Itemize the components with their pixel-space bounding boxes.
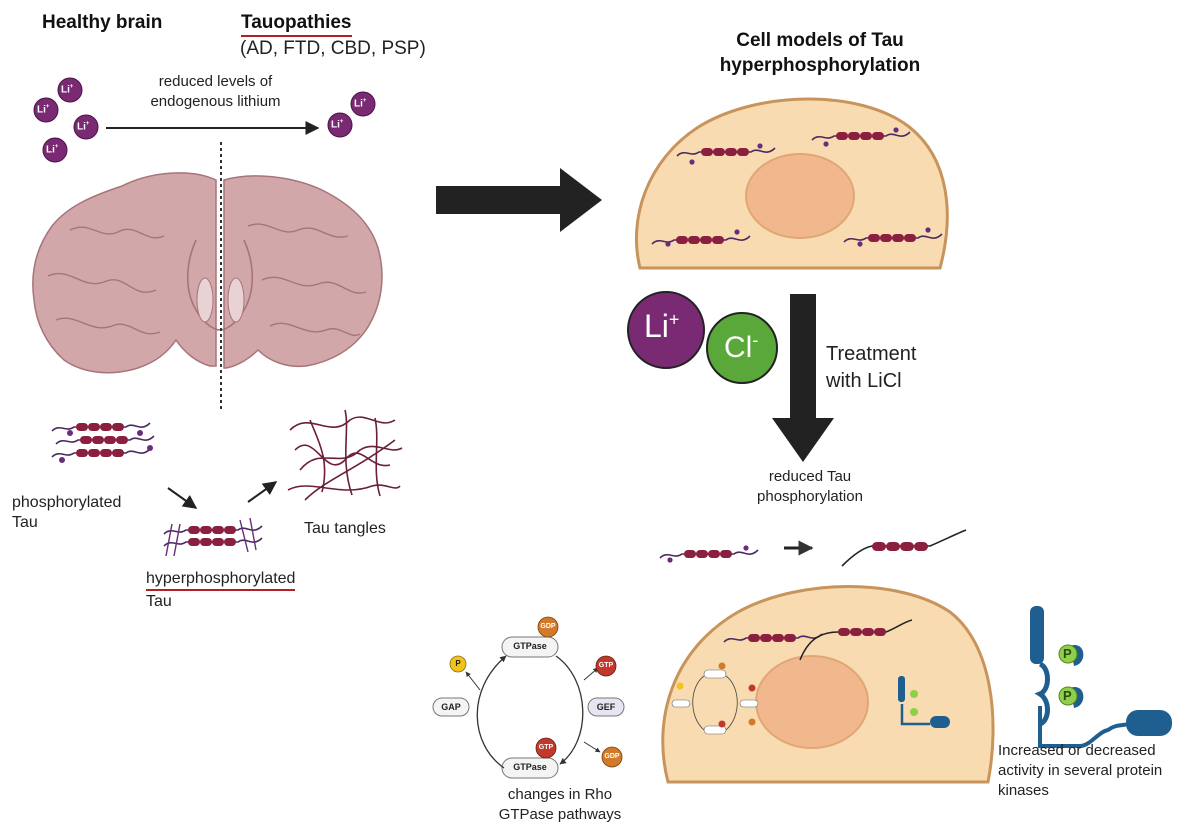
- lithium-ion-label: Li+: [46, 144, 59, 156]
- mini-kinase: [898, 676, 950, 728]
- kinase-caption-line3: kinases: [998, 782, 1049, 799]
- hyperphosphorylated-tau-label-line2: Tau: [146, 593, 172, 610]
- phosphorylated-tau-label-line1: phosphorylated: [12, 494, 122, 511]
- lithium-ion: [57, 77, 83, 103]
- gtp-icon-bottom: [535, 737, 557, 759]
- tau-tangles-label: Tau tangles: [304, 520, 386, 537]
- lithium-ion: [73, 114, 99, 140]
- gtp-label-bottom: GTP: [538, 744, 554, 751]
- gdp-label-top: GDP: [540, 623, 556, 630]
- cell-nucleus: [755, 655, 869, 749]
- chloride-ion-large-label: Cl-: [724, 330, 759, 364]
- phosphorylated-tau-label-line2: Tau: [12, 514, 38, 531]
- gtpase-top-label: GTPase: [513, 641, 547, 651]
- healthy-brain-title: Healthy brain: [42, 12, 163, 33]
- tauopathies-subtitle: (AD, FTD, CBD, PSP): [240, 38, 426, 59]
- lithium-ion: [33, 97, 59, 123]
- reduced-tau-label-line1: reduced Tau: [768, 468, 852, 485]
- lithium-ion: [42, 137, 68, 163]
- lithium-note-line1: reduced levels of: [158, 73, 273, 90]
- gtpase-box-bottom: [501, 757, 559, 779]
- lithium-ion-group-reduced: [327, 91, 376, 138]
- tau-tangles: [287, 409, 403, 501]
- mini-gtpase-cycle: [671, 662, 759, 735]
- hyperphosphorylated-tau-label-line1: hyperphosphorylated: [146, 570, 296, 591]
- reduced-tau-transition: [659, 529, 967, 567]
- tau-progression-arrow-2: [247, 481, 278, 503]
- gtp-icon-right: [595, 655, 617, 677]
- reduced-tau-label-line2: phosphorylation: [757, 488, 863, 505]
- phosphorylated-tau-strands: [51, 422, 155, 463]
- gtpase-caption-line2: GTPase pathways: [498, 806, 622, 823]
- gtp-label-right: GTP: [598, 662, 614, 669]
- kinase-phospho-icon: [1058, 644, 1078, 664]
- lithium-ion-large: [627, 291, 705, 369]
- gef-arrow: [555, 655, 584, 765]
- gtpase-bottom-label: GTPase: [513, 762, 547, 772]
- hyperphosphorylated-tau-strands: [163, 517, 263, 557]
- lithium-ion-large-label: Li+: [644, 308, 680, 344]
- lithium-ion-label: Li+: [331, 119, 344, 131]
- gap-arrow: [476, 655, 507, 769]
- kinase-phospho-icon: [1058, 686, 1078, 706]
- gef-box: [587, 697, 625, 717]
- cell-model-title-line2: hyperphosphorylation: [719, 55, 921, 76]
- gef-label: GEF: [596, 702, 616, 712]
- protein-kinase-icon: [1030, 606, 1172, 748]
- cell-nucleus: [745, 153, 855, 239]
- lithium-ion-group-healthy: [33, 77, 99, 163]
- gap-label: GAP: [441, 702, 461, 712]
- cell-model-bottom: [661, 585, 995, 784]
- transition-arrow: [436, 168, 602, 232]
- kinase-caption-line1: Increased or decreased: [998, 742, 1156, 759]
- gtpase-caption-line1: changes in Rho: [507, 786, 613, 803]
- gtpase-box-top: [501, 636, 559, 658]
- gap-box: [432, 697, 470, 717]
- treatment-arrow: [772, 294, 834, 462]
- gdp-label-right: GDP: [604, 753, 620, 760]
- lithium-note-line2: endogenous lithium: [150, 93, 281, 110]
- lithium-ion-label: Li+: [37, 104, 50, 116]
- cell-model-title-line1: Cell models of Tau: [736, 30, 904, 51]
- rho-gtpase-cycle: [432, 616, 625, 779]
- phosphate-icon: [449, 655, 467, 673]
- chloride-ion-large: [706, 312, 778, 384]
- kinase-phospho-label: P: [1063, 646, 1072, 661]
- lithium-ion-label: Li+: [77, 121, 90, 133]
- gdp-icon-top: [537, 616, 559, 638]
- cell-model-top: [634, 97, 949, 270]
- tauopathies-title: Tauopathies: [241, 12, 352, 37]
- treatment-label-line1: Treatment: [826, 343, 917, 365]
- lithium-ion: [327, 112, 353, 138]
- gdp-icon-right: [601, 746, 623, 768]
- tau-progression-arrow-1: [167, 487, 198, 509]
- brain-coronal-section: [32, 172, 383, 374]
- phosphate-label: P: [455, 659, 461, 668]
- lithium-ion-label: Li+: [61, 84, 74, 96]
- lithium-ion: [350, 91, 376, 117]
- kinase-phospho-label: P: [1063, 688, 1072, 703]
- treatment-label-line2: with LiCl: [826, 370, 902, 392]
- lithium-ion-label: Li+: [354, 98, 367, 110]
- kinase-caption-line2: activity in several protein: [998, 762, 1163, 779]
